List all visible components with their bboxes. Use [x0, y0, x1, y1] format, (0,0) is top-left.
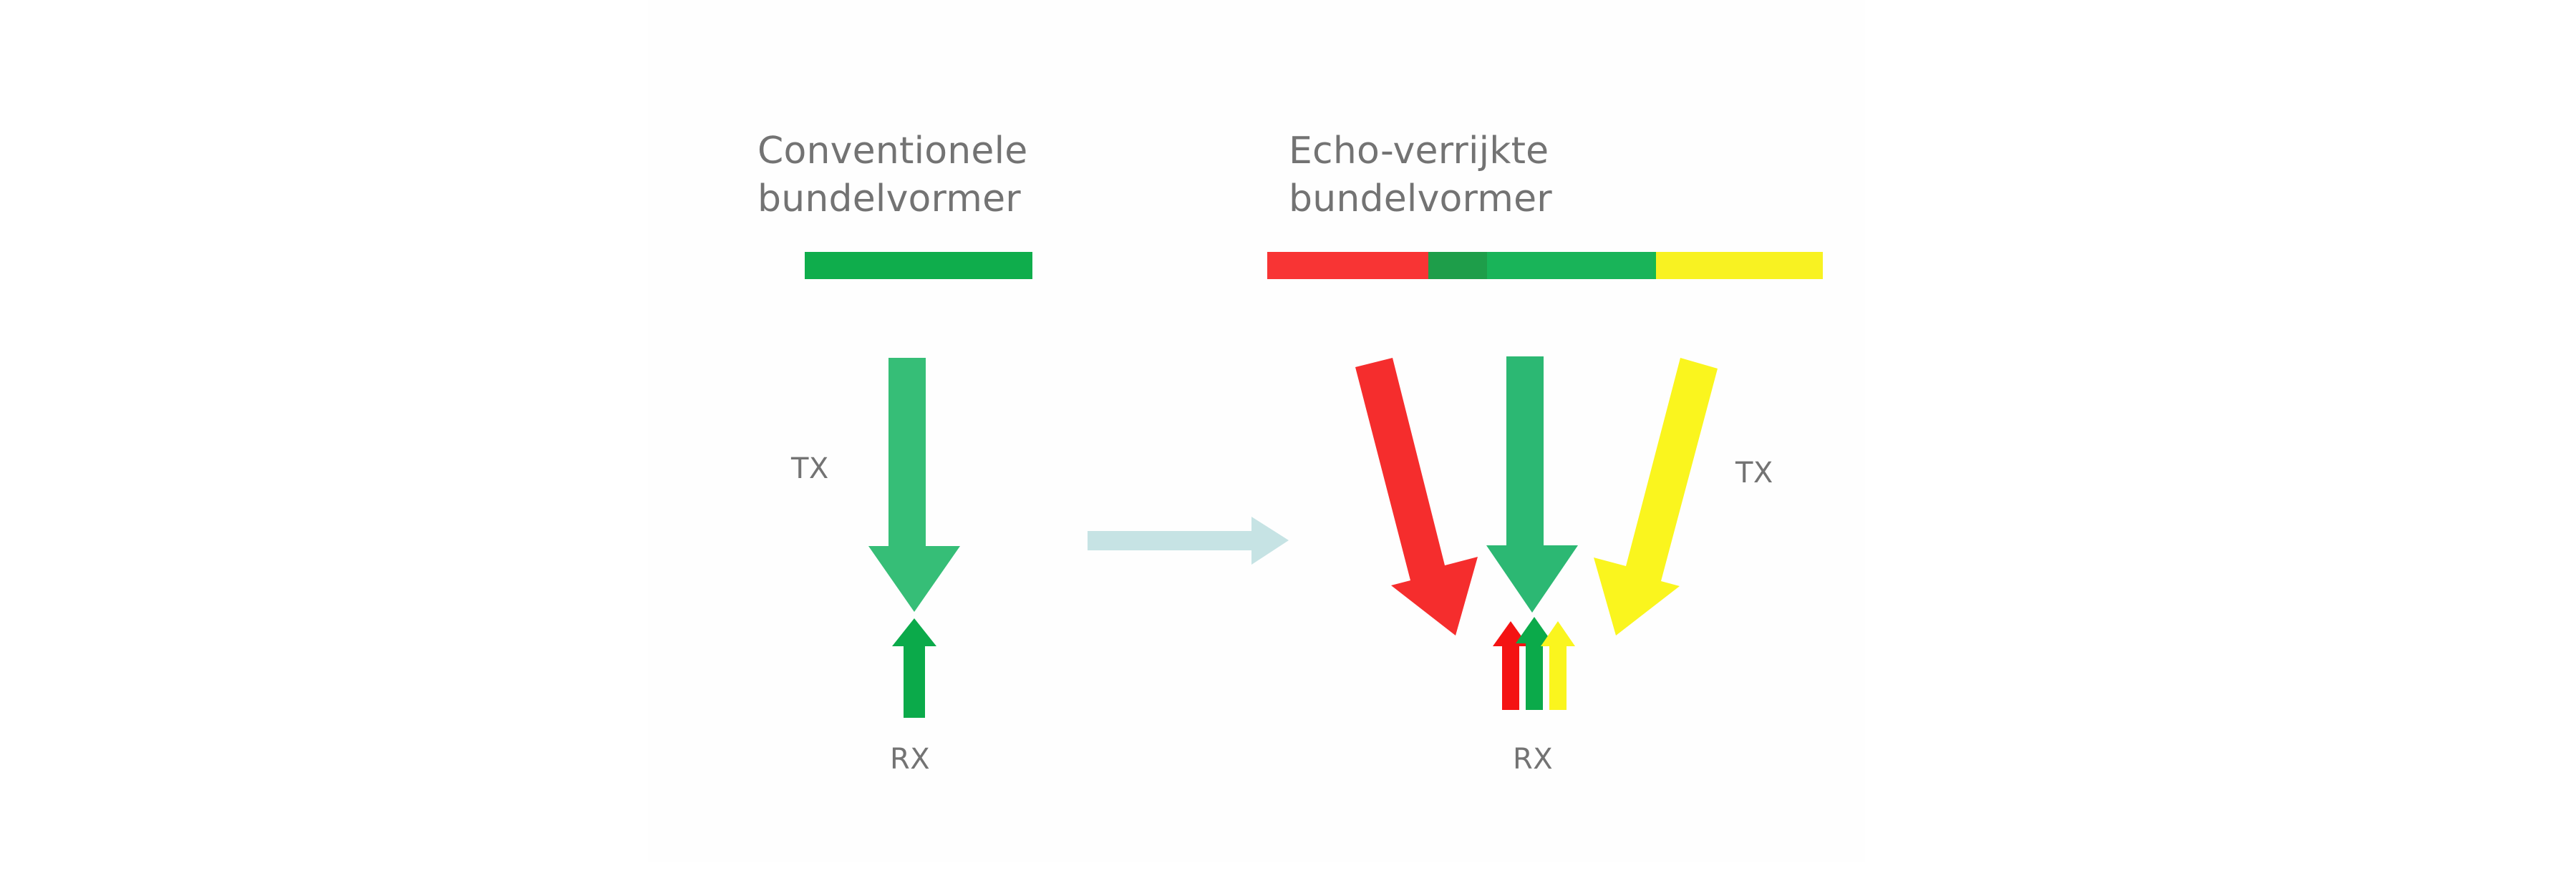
right-rx-label: RX: [1513, 743, 1554, 776]
right-tx-label: TX: [1735, 457, 1773, 490]
aperture-segment-green: [805, 252, 1032, 279]
left-aperture-bar: [805, 252, 1032, 279]
right-panel-title: Echo-verrijkte bundelvormer: [1289, 130, 1552, 220]
right-aperture-bar: [1267, 252, 1823, 279]
aperture-segment-bright-green: [1653, 252, 1657, 279]
aperture-segment-medium-green: [1486, 252, 1654, 279]
left-tx-label: TX: [791, 452, 829, 485]
aperture-segment-yellow: [1656, 252, 1823, 279]
aperture-segment-dark-green: [1428, 252, 1487, 279]
aperture-segment-red: [1267, 252, 1429, 279]
left-panel-title: Conventionele bundelvormer: [757, 130, 1028, 220]
left-rx-label: RX: [890, 743, 931, 776]
